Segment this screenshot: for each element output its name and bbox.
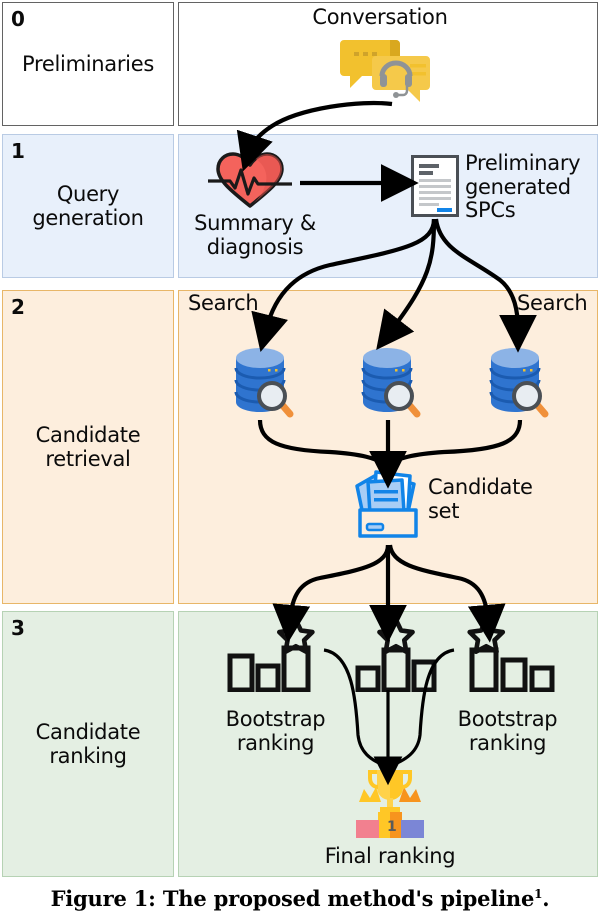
heart-pulse-icon: [206, 150, 294, 212]
stage-number-3: 3: [11, 616, 25, 640]
stage-cell-label-3: 3 Candidate ranking: [2, 611, 174, 877]
stage-cell-label-2: 2 Candidate retrieval: [2, 290, 174, 604]
stage-label-0: Preliminaries: [22, 51, 154, 76]
stage-number-0: 0: [11, 7, 25, 31]
stage-label-2: Candidate retrieval: [35, 422, 141, 471]
ranking-group-center: [350, 617, 455, 693]
stage-label-1: Query generation: [32, 181, 144, 230]
bootstrap-left-label: Bootstrap ranking: [225, 707, 326, 755]
ranking-group-left: [225, 617, 330, 693]
trophy-podium-icon: 1: [349, 768, 431, 840]
stage-number-1: 1: [11, 139, 25, 163]
stage-cell-label-0: 0 Preliminaries: [2, 2, 174, 126]
figure-caption-suffix: .: [542, 886, 550, 911]
folder-documents-icon: [352, 468, 424, 542]
conversation-bubbles-icon: [338, 36, 434, 102]
conversation-label: Conversation: [312, 5, 448, 29]
stage-cell-label-1: 1 Query generation: [2, 134, 174, 278]
stage-row-preliminaries: 0 Preliminaries: [0, 2, 600, 126]
bootstrap-right-label: Bootstrap ranking: [457, 707, 558, 755]
database-search-icon-3: [485, 344, 551, 422]
candidate-set-label: Candidate set: [428, 475, 533, 523]
document-icon: [411, 155, 459, 217]
stage-content-2: [178, 290, 598, 604]
figure-caption-text: Figure 1: The proposed method's pipeline: [50, 886, 535, 911]
ranking-group-right: [466, 617, 571, 693]
search-right-label: Search: [517, 291, 588, 315]
database-search-icon-2: [357, 344, 423, 422]
stage-number-2: 2: [11, 295, 25, 319]
final-ranking-label: Final ranking: [324, 844, 456, 868]
stage-row-candidate-retrieval: 2 Candidate retrieval: [0, 290, 600, 604]
stage-label-3: Candidate ranking: [35, 719, 141, 768]
summary-diagnosis-label: Summary & diagnosis: [194, 211, 316, 259]
preliminary-spcs-label: Preliminary generated SPCs: [465, 151, 581, 223]
svg-text:1: 1: [387, 819, 397, 835]
figure-caption-footnote: 1: [534, 887, 543, 901]
search-left-label: Search: [188, 291, 259, 315]
database-search-icon-1: [230, 344, 296, 422]
figure-caption: Figure 1: The proposed method's pipeline…: [0, 886, 600, 911]
